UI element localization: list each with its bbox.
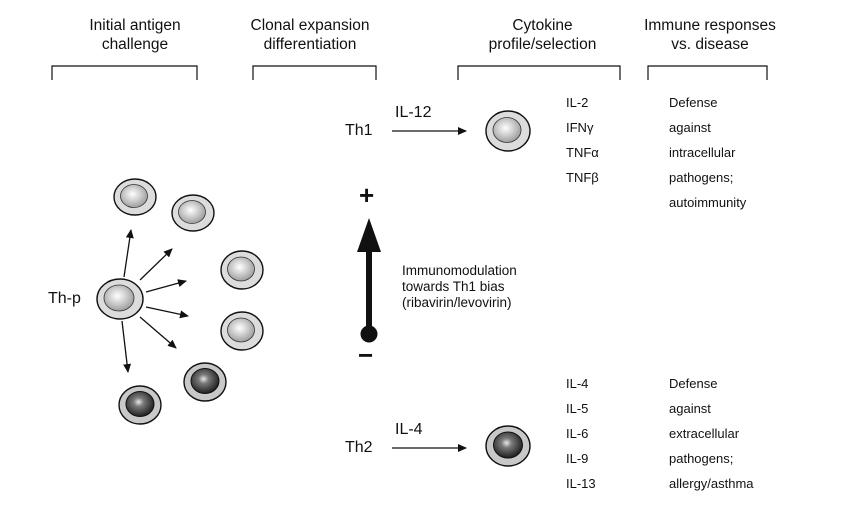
th1-signal-label: IL-12 [395,104,432,121]
thp-cell [96,278,144,320]
minus-sign: − [358,340,374,370]
th1-cell [485,110,531,152]
cell-dark-1 [183,362,227,402]
th2-response-line: against [669,401,711,416]
cell-dark-2 [118,385,162,425]
cell-light-1 [113,178,157,216]
th2-response-list: Defense against extracellular pathogens;… [669,376,754,501]
th2-cytokine: IL-13 [566,476,596,491]
th2-cytokine: IL-4 [566,376,589,391]
th2-cell [485,425,531,467]
th1-response-line: Defense [669,95,718,110]
thp-label: Th-p [48,290,81,307]
th1-cytokine: IL-2 [566,95,589,110]
th2-cytokine: IL-6 [566,426,589,441]
th1-response-line: against [669,120,711,135]
th1-response-line: pathogens; [669,170,734,185]
cell-light-4 [220,311,264,351]
th1-response-line: autoimmunity [669,195,747,210]
th1-cytokine: IFNγ [566,120,594,135]
bracket-initial [51,65,198,80]
cell-light-2 [171,194,215,232]
th2-label: Th2 [345,439,373,456]
bracket-cytokine [457,65,621,80]
th2-signal-label: IL-4 [395,421,423,438]
th2-cytokine: IL-9 [566,451,589,466]
bracket-clonal [252,65,377,80]
th2-cytokine: IL-5 [566,401,589,416]
immunomodulation-arrow [357,218,381,343]
th1-response-list: Defense against intracellular pathogens;… [669,95,746,220]
th2-response-line: pathogens; [669,451,734,466]
th1-cytokine: TNFα [566,145,599,160]
cell-light-3 [220,250,264,290]
th1-response-line: intracellular [669,145,736,160]
divergence-arrows [121,229,189,373]
th1-cytokine: TNFβ [566,170,599,185]
th1-label: Th1 [345,122,373,139]
immunomodulation-text: Immunomodulation towards Th1 bias (ribav… [402,263,517,310]
th2-response-line: extracellular [669,426,740,441]
bracket-immune [647,65,768,80]
th2-cytokine-list: IL-4 IL-5 IL-6 IL-9 IL-13 [566,376,596,501]
th2-response-line: Defense [669,376,718,391]
plus-sign: + [359,180,375,210]
th2-response-line: allergy/asthma [669,476,754,491]
th1-cytokine-list: IL-2 IFNγ TNFα TNFβ [566,95,599,195]
